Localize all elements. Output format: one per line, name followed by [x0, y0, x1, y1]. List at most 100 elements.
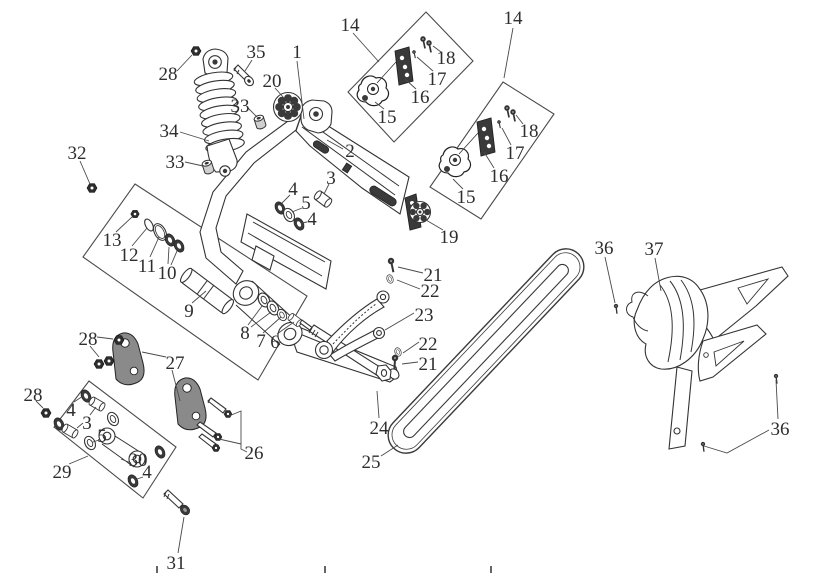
- shock-absorber-drawing: [193, 48, 245, 177]
- swingarm-cross-brace: [240, 213, 332, 290]
- leader-line-15: [374, 101, 385, 110]
- leader-line-36: [775, 379, 779, 420]
- part-label-2: 2: [345, 141, 355, 162]
- part-label-13: 13: [103, 230, 122, 251]
- part-label-24: 24: [370, 418, 390, 439]
- part-label-34: 34: [160, 121, 180, 142]
- part-label-8: 8: [240, 323, 250, 344]
- chain-guard-37: [626, 266, 789, 450]
- leader-line-4: [301, 221, 308, 224]
- part-label-4: 4: [288, 179, 298, 200]
- linkage-arm-30: [98, 427, 146, 468]
- leader-line-7: [262, 316, 282, 334]
- leader-line-28: [176, 54, 193, 72]
- part-label-36: 36: [771, 419, 790, 440]
- leader-line-22: [396, 279, 421, 290]
- part-label-15: 15: [457, 187, 476, 208]
- chain-tensioner-19: [404, 193, 432, 231]
- part-label-5: 5: [301, 193, 311, 214]
- part-label-16: 16: [490, 166, 509, 187]
- leader-line-18: [515, 114, 524, 125]
- washer-5: [81, 433, 99, 453]
- leader-line-37: [654, 257, 662, 292]
- tensioner-set-upper: [356, 46, 414, 107]
- inset-box-linkage: [53, 380, 177, 499]
- link-bracket-27: [174, 377, 207, 431]
- part-label-5: 5: [97, 426, 107, 447]
- screw-36: [697, 440, 710, 453]
- part-label-20: 20: [263, 71, 282, 92]
- leader-line-14: [352, 32, 380, 63]
- part-label-14: 14: [341, 15, 361, 36]
- part-label-17: 17: [428, 69, 447, 90]
- leader-line-14: [503, 27, 514, 79]
- leader-line-15: [452, 178, 464, 190]
- leader-line-30: [120, 458, 132, 464]
- nut-28: [190, 46, 202, 56]
- leader-line-31: [177, 516, 185, 554]
- part-label-21: 21: [419, 354, 438, 375]
- washer-5: [104, 409, 122, 429]
- leader-line-4: [73, 395, 84, 403]
- nut-28: [113, 335, 125, 345]
- swingarm-top-plate: [295, 109, 410, 215]
- leader-line-6: [276, 321, 295, 335]
- screw-36: [610, 302, 623, 315]
- leader-line-17: [501, 127, 512, 146]
- pivot-shaft-9: [179, 267, 235, 315]
- leader-line-4: [281, 194, 291, 204]
- shock-spring-coils: [193, 71, 245, 153]
- part-label-16: 16: [411, 87, 430, 108]
- part-label-26: 26: [245, 443, 264, 464]
- washer-22: [385, 273, 395, 285]
- part-label-7: 7: [256, 331, 266, 352]
- part-label-4: 4: [66, 400, 76, 421]
- part-label-18: 18: [437, 48, 456, 69]
- leader-lines-layer: [35, 27, 779, 554]
- leader-line-10: [167, 246, 170, 265]
- leader-line-27: [171, 369, 181, 402]
- leader-line-28: [89, 345, 100, 358]
- part-label-15: 15: [378, 107, 397, 128]
- leader-line-29: [68, 455, 89, 465]
- leader-line-33: [184, 161, 204, 167]
- leader-line-36: [703, 429, 770, 454]
- torque-arm-23: [314, 290, 390, 362]
- leader-line-3: [76, 422, 84, 429]
- bolt-21: [383, 255, 401, 274]
- leader-line-18: [432, 45, 442, 53]
- part-label-4: 4: [142, 462, 152, 483]
- part-label-33: 33: [231, 96, 250, 117]
- bolt-35: [233, 64, 254, 87]
- part-label-12: 12: [120, 245, 139, 266]
- leader-line-33: [247, 107, 258, 118]
- leader-line-4: [136, 476, 144, 480]
- inset-box-tensioner-upper: [347, 11, 474, 143]
- nut-28: [103, 356, 115, 366]
- part-label-31: 31: [167, 553, 186, 573]
- nut-28: [40, 408, 52, 418]
- part-label-9: 9: [184, 301, 194, 322]
- part-label-23: 23: [415, 305, 434, 326]
- bushing-33-upper: [252, 113, 268, 131]
- bolt-31: [163, 489, 190, 516]
- inset-box-pivot-hardware: [82, 183, 308, 381]
- bushing-3: [312, 189, 334, 209]
- leader-line-26: [218, 438, 242, 445]
- border-ticks-layer: [156, 566, 492, 573]
- leader-line-16: [483, 151, 495, 169]
- leader-line-22: [402, 341, 420, 354]
- leader-line-12: [131, 227, 148, 247]
- leader-line-27: [141, 351, 167, 358]
- artwork-layer: [40, 34, 789, 516]
- leader-line-19: [425, 219, 444, 231]
- part-label-35: 35: [247, 42, 266, 63]
- part-label-28: 28: [159, 64, 178, 85]
- leader-line-26: [228, 410, 248, 453]
- part-label-3: 3: [82, 413, 92, 434]
- leader-line-5: [92, 439, 100, 443]
- sprocket-hub-20: [272, 91, 304, 123]
